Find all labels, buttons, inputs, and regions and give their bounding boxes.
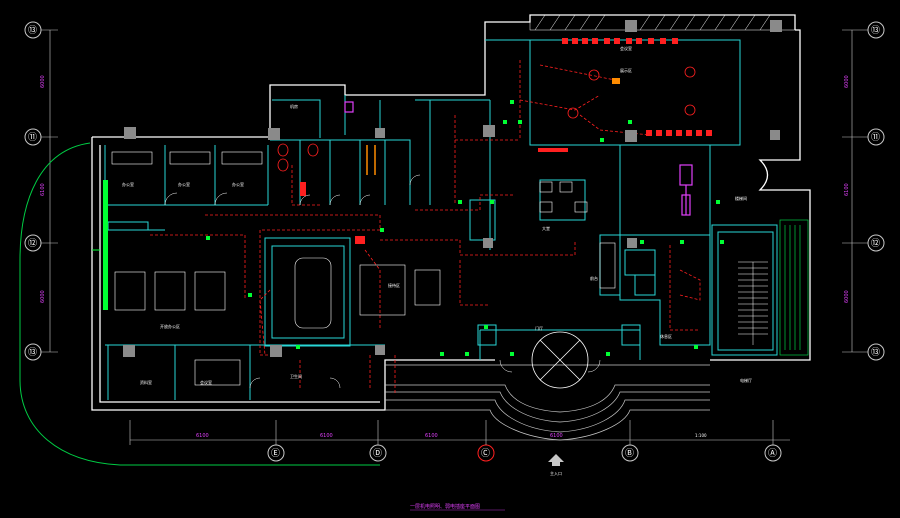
right-axis-labels: ⑬ ⑪ ⑫ ⑬	[871, 25, 880, 358]
room-label-17: 展示区	[620, 67, 632, 73]
drawing-title: 一层机电照明、弱电插座平面图	[410, 503, 480, 510]
left-dim-3: 6000	[40, 290, 46, 303]
axis-label-bottom-2: Ⓓ	[373, 448, 382, 459]
room-label-10: 大堂	[542, 225, 550, 231]
left-axis-labels: ⑬ ⑪ ⑫ ⑬	[28, 25, 37, 358]
right-dim-1: 6000	[844, 75, 850, 88]
ramp	[779, 219, 809, 356]
axis-label-bottom-5: Ⓐ	[768, 448, 777, 459]
axis-label-left-3: ⑫	[28, 238, 37, 249]
bottom-axis-labels: Ⓔ Ⓓ Ⓒ Ⓑ Ⓐ	[271, 448, 777, 459]
room-label-12: 休息区	[660, 333, 672, 339]
outer-walls	[91, 14, 811, 411]
axis-label-bottom-4: Ⓑ	[625, 448, 634, 459]
hall-light-fixtures	[567, 66, 696, 119]
scale-mark: 1:100	[695, 433, 707, 438]
axis-label-left-2: ⑪	[28, 132, 37, 143]
room-label-7: 机房	[290, 103, 298, 109]
right-dim-2: 6100	[844, 183, 850, 196]
room-label-5: 资料室	[140, 379, 152, 385]
inner-partitions	[104, 39, 778, 400]
left-axis-ticks	[41, 29, 58, 353]
bottom-dim-line	[129, 420, 790, 445]
stair-treads	[738, 261, 768, 345]
equipment-magenta	[344, 101, 693, 216]
site-boundary-curve	[19, 142, 380, 466]
axis-label-right-4: ⑬	[871, 347, 880, 358]
fire-equipment	[300, 148, 568, 244]
outlet-symbols	[206, 100, 724, 356]
room-label-15: 门厅	[535, 325, 543, 331]
columns	[123, 20, 782, 357]
room-label-4: 开放办公区	[160, 323, 180, 329]
room-label-3: 办公室	[232, 181, 244, 187]
left-dim-2: 6100	[40, 183, 46, 196]
left-axis-bubbles	[24, 21, 42, 361]
room-label-13: 楼梯间	[735, 195, 747, 201]
right-axis-ticks	[842, 29, 868, 353]
room-label-1: 办公室	[122, 181, 134, 187]
axis-label-right-3: ⑫	[871, 238, 880, 249]
right-dim-3: 6000	[844, 290, 850, 303]
roof-hatch	[529, 14, 796, 31]
entrance-label: 主入口	[550, 470, 562, 476]
room-label-14: 会议室	[620, 45, 632, 51]
room-label-9: 接待区	[388, 282, 400, 288]
right-axis-bubbles	[867, 21, 885, 361]
lighting-circuits	[150, 60, 701, 395]
room-labels: 办公室 办公室 办公室 开放办公区 资料室 会议室 机房 卫生间 接待区 大堂 …	[122, 45, 752, 385]
room-label-16: 电梯厅	[740, 377, 752, 383]
wc-partitions	[366, 145, 376, 175]
wc-fixtures	[277, 143, 319, 172]
door-swings	[164, 174, 601, 389]
axis-label-left-1: ⑬	[28, 25, 37, 36]
axis-label-bottom-1: Ⓔ	[271, 448, 280, 459]
room-label-6: 会议室	[200, 379, 212, 385]
auditorium-seats	[562, 38, 712, 136]
axis-label-right-1: ⑬	[871, 25, 880, 36]
left-dim-1: 6000	[40, 75, 46, 88]
axis-label-bottom-3: Ⓒ	[481, 448, 490, 459]
bottom-axis-bubbles	[267, 444, 782, 462]
axis-label-right-2: ⑪	[871, 132, 880, 143]
bottom-dim-1: 6100	[196, 433, 209, 439]
window-strip-left	[103, 180, 108, 310]
room-label-2: 办公室	[178, 181, 190, 187]
entrance-steps	[385, 364, 710, 441]
room-label-11: 前台	[590, 275, 598, 281]
furniture	[111, 151, 616, 386]
entrance-arrow-icon	[548, 454, 564, 466]
bottom-dim-4: 6100	[550, 433, 563, 439]
bottom-dim-2: 6100	[320, 433, 333, 439]
revolving-door	[531, 331, 589, 389]
bottom-dim-3: 6100	[425, 433, 438, 439]
axis-label-left-4: ⑬	[28, 347, 37, 358]
room-label-8: 卫生间	[290, 373, 302, 379]
